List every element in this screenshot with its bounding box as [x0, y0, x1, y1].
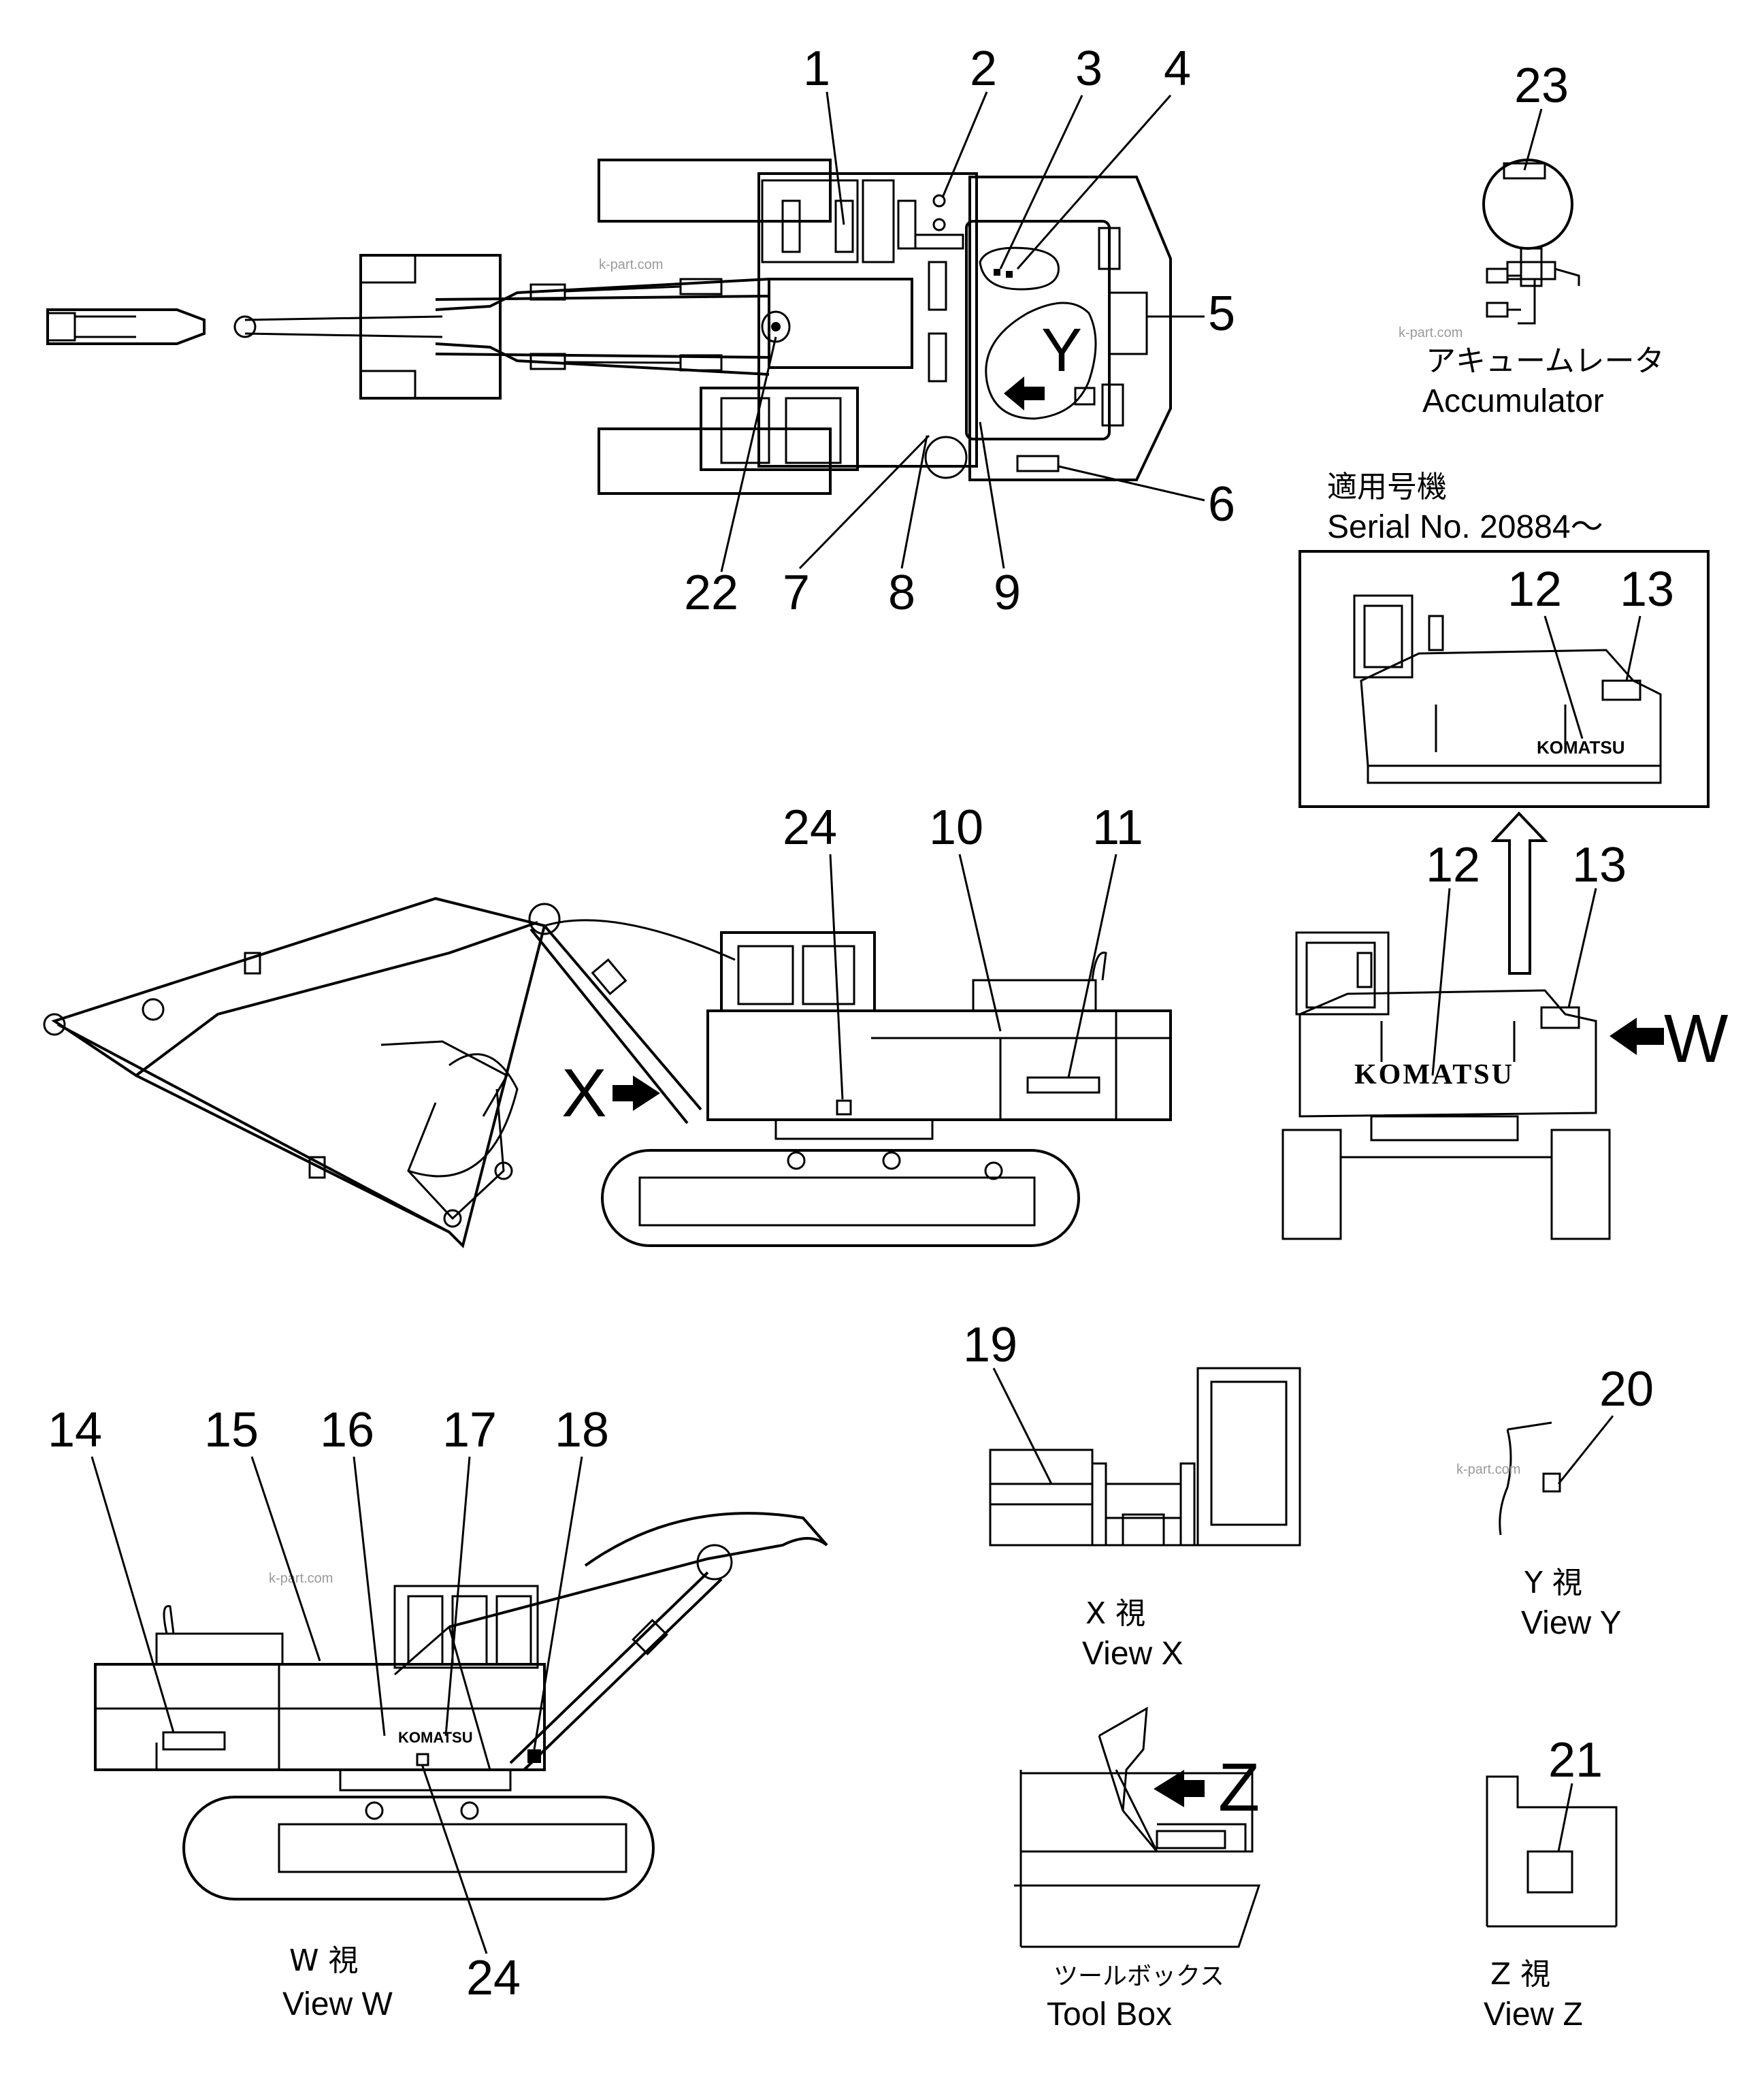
- top-view-machine: [46, 159, 1172, 495]
- callout-16: 16: [320, 1403, 374, 1457]
- callout-24b: 24: [466, 1951, 521, 2005]
- watermark: k-part.com: [269, 1571, 333, 1586]
- accumulator-label-en: Accumulator: [1422, 383, 1604, 419]
- view-x-label-en: View X: [1082, 1636, 1183, 1672]
- view-w-label-en: View W: [282, 1986, 393, 2022]
- view-x-detail: 19 X 視 View X: [963, 1318, 1301, 1672]
- callout-15: 15: [204, 1403, 259, 1457]
- callout-6: 6: [1208, 477, 1235, 532]
- callout-4: 4: [1164, 42, 1191, 96]
- callout-8: 8: [888, 566, 915, 620]
- callout-14: 14: [48, 1403, 102, 1457]
- view-w-label-jp: W 視: [289, 1943, 359, 1978]
- toolbox-label-en: Tool Box: [1047, 1996, 1172, 2033]
- callout-3: 3: [1075, 42, 1102, 96]
- callout-13b: 13: [1572, 838, 1627, 892]
- callout-2: 2: [970, 42, 997, 96]
- watermark: k-part.com: [1456, 1462, 1520, 1477]
- callout-12a: 12: [1507, 562, 1562, 617]
- arrow-w-label: W: [1664, 1001, 1729, 1077]
- accumulator-detail: 23 アキュームレータ Accumulator k-part.com: [1399, 59, 1665, 419]
- callout-9: 9: [994, 566, 1021, 620]
- callout-1: 1: [803, 42, 830, 96]
- callout-22: 22: [684, 566, 738, 620]
- callout-7: 7: [783, 566, 810, 620]
- view-w-machine: KOMATSU k-part.com 14 15 16 17 18 24 W 視…: [48, 1403, 828, 2022]
- callout-19: 19: [963, 1318, 1017, 1372]
- callout-23: 23: [1514, 59, 1569, 113]
- callout-5: 5: [1208, 287, 1235, 341]
- callout-21: 21: [1548, 1733, 1603, 1787]
- view-z-label-en: View Z: [1484, 1996, 1583, 2033]
- view-y-label-en: View Y: [1521, 1605, 1622, 1641]
- callout-20: 20: [1599, 1362, 1654, 1417]
- arrow-z-label: Z: [1218, 1749, 1260, 1826]
- watermark: k-part.com: [599, 257, 663, 272]
- view-y-detail: 20 k-part.com Y 視 View Y: [1456, 1362, 1654, 1641]
- side-view-machine: X 24 10 11: [43, 800, 1172, 1248]
- serial-rear-view: 適用号機 Serial No. 20884～ KOMATSU 12 13 12 …: [1281, 470, 1729, 1240]
- view-z-detail: 21 Z 視 View Z: [1484, 1733, 1618, 2033]
- serial-label-jp: 適用号機: [1327, 470, 1447, 504]
- watermark: k-part.com: [1399, 325, 1463, 340]
- y-view-letter: Y: [1041, 317, 1082, 385]
- toolbox-detail: Z ツールボックス Tool Box: [1014, 1706, 1261, 2033]
- brand-logo-rear: KOMATSU: [1354, 1059, 1514, 1090]
- brand-logo-w: KOMATSU: [398, 1729, 473, 1746]
- view-x-label-jp: X 視: [1085, 1596, 1145, 1631]
- callout-17: 17: [442, 1403, 497, 1457]
- callout-12b: 12: [1426, 838, 1480, 892]
- view-z-label-jp: Z 視: [1490, 1957, 1550, 1992]
- toolbox-label-jp: ツールボックス: [1054, 1962, 1224, 1990]
- accumulator-label-jp: アキュームレータ: [1426, 344, 1665, 378]
- callout-13a: 13: [1620, 562, 1674, 617]
- brand-logo-small: KOMATSU: [1537, 737, 1625, 758]
- callout-18: 18: [555, 1403, 609, 1457]
- callout-24a: 24: [783, 800, 837, 855]
- top-view-callouts: 1 2 3 4 5 6 22 7 8 9 Y k-part.com: [599, 42, 1235, 620]
- arrow-x-label: X: [561, 1055, 607, 1131]
- view-y-label-jp: Y 視: [1524, 1566, 1582, 1600]
- serial-label-en: Serial No. 20884～: [1327, 509, 1603, 545]
- callout-11: 11: [1092, 800, 1143, 855]
- callout-10: 10: [929, 800, 983, 855]
